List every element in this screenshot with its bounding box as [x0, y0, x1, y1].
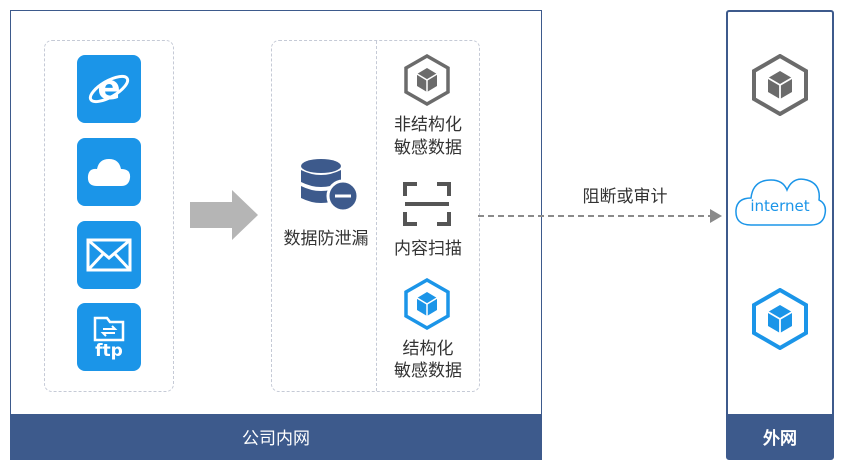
structured-label-1: 结构化: [402, 339, 454, 359]
internet-cloud-icon: [735, 178, 827, 226]
dlp-label: 数据防泄漏: [283, 229, 369, 249]
structured-label-2: 敏感数据: [394, 361, 462, 381]
cloud-tile: [77, 138, 141, 206]
structured-cube-icon: [404, 278, 450, 330]
external-frame: [726, 10, 834, 460]
scan-icon: [403, 182, 451, 226]
external-blue-cube-icon: [752, 288, 808, 350]
flow-arrowhead-icon: [710, 209, 722, 223]
scan-label: 内容扫描: [394, 239, 462, 259]
unstructured-label-2: 敏感数据: [394, 138, 462, 158]
unstructured-cube-icon: [404, 54, 450, 106]
mail-tile: [77, 221, 141, 289]
database-icon: [301, 159, 360, 213]
flow-arrow-icon: [190, 190, 258, 240]
intranet-label: 公司内网: [11, 414, 541, 459]
mail-icon: [86, 238, 132, 272]
cloud-icon: [87, 159, 131, 186]
dlp-divider: [376, 41, 377, 391]
unstructured-label-1: 非结构化: [394, 115, 462, 135]
ie-browser-tile: e: [77, 55, 141, 123]
external-label: 外网: [728, 414, 832, 458]
ftp-text: ftp: [95, 341, 123, 361]
flow-label: 阻断或审计: [582, 187, 668, 207]
ftp-icon: [93, 316, 125, 342]
application-group: [44, 40, 174, 392]
ie-browser-icon: e: [88, 68, 130, 108]
flow-dashed-line: [478, 215, 714, 217]
intranet-frame: [10, 10, 542, 460]
svg-text:e: e: [97, 68, 120, 108]
external-gray-cube-icon: [752, 54, 808, 116]
ftp-tile: ftp: [77, 303, 141, 371]
internet-label: internet: [750, 197, 810, 215]
